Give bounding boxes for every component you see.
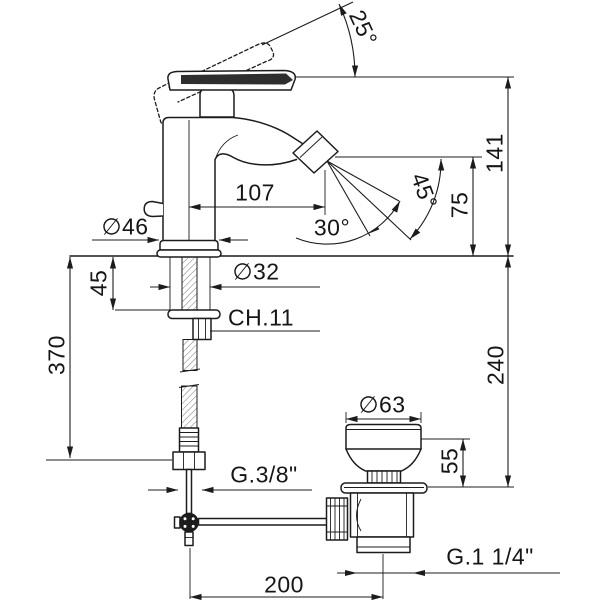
hex-ch11: [192, 317, 212, 341]
pull-rod: [185, 468, 193, 515]
spray-line-steep: [326, 160, 371, 237]
hex-ch11-faces: [198, 318, 206, 340]
arc-spray-adjust: [295, 200, 401, 245]
handle-lever-dark-stripe: [181, 73, 293, 85]
waste-thread-label: G.1 1/4": [446, 543, 534, 570]
handle-angle-reference-line: [261, 1, 354, 46]
spray-line-45: [326, 160, 412, 241]
spray-adjust-arrow: [369, 226, 380, 234]
handle-neck: [199, 87, 235, 118]
waste-body: [349, 492, 415, 538]
ball-joint-dot: [183, 517, 187, 521]
horizontal-rod: [197, 517, 329, 526]
arc-spray-angle: [409, 158, 445, 240]
base-diameter-label: ∅46: [101, 213, 149, 240]
pipe-break-lines: [178, 368, 201, 388]
deck-to-waste-label: 240: [482, 345, 509, 385]
shank-tube-outline: [169, 257, 211, 310]
hose-ribbed-section: [178, 427, 200, 453]
spray-adjust-angle-label: 30°: [313, 214, 351, 241]
popup-rod-group: [173, 468, 329, 547]
waste-tailpiece: [356, 536, 411, 554]
supply-thread-label: G.3/8": [230, 461, 298, 488]
cap-diameter-label: ∅63: [358, 391, 406, 418]
supply-length-label: 370: [43, 335, 70, 375]
ball-joint-dot: [191, 524, 195, 528]
waste-thread-arrow-left: [345, 570, 357, 576]
ball-joint: [179, 512, 199, 533]
handle-group: [153, 1, 354, 127]
waste-body-details: [356, 493, 407, 537]
spray-direction-group: [326, 160, 412, 241]
ball-joint-dot: [191, 517, 195, 521]
popup-knob: [143, 200, 164, 218]
extension-lines: [46, 76, 514, 599]
hose-ribs: [180, 432, 198, 447]
ball-joint-bottom-stub: [184, 531, 194, 547]
waste-flange: [340, 482, 428, 494]
hex-wrench-label: CH.11: [228, 304, 294, 331]
waste-thread-arrow-right: [413, 570, 425, 576]
aerator-face-line: [299, 136, 323, 158]
waste-funnel: [345, 448, 422, 472]
mounting-thickness-label: 45: [85, 269, 112, 297]
rod-connector-nut: [325, 497, 349, 541]
shank-diameter-label: ∅32: [232, 258, 280, 285]
waste-height-label: 55: [436, 447, 463, 475]
waste-cap: [345, 423, 422, 450]
connector-nut-ribs: [326, 498, 348, 540]
rod-reach-label: 200: [264, 571, 304, 598]
shank-group: [167, 256, 221, 471]
spout-underside-outline: [214, 153, 298, 242]
handle-raised-dashed-outline: [168, 42, 275, 103]
shank-threaded-section-1: [181, 256, 198, 311]
shank-threaded-section-2: [182, 339, 198, 371]
base-plate: [156, 249, 222, 258]
body-and-spout-top-outline: [162, 116, 303, 242]
dimension-lines: [66, 3, 560, 600]
base-plinth: [159, 239, 219, 251]
drain-waste-group: [325, 423, 428, 554]
ball-joint-left-stub: [173, 516, 181, 529]
supply-hex-faces: [183, 452, 195, 470]
spout-inner-panel-line: [214, 134, 239, 161]
spray-line-shallow: [326, 160, 400, 202]
supply-hex-nut: [172, 451, 206, 471]
ball-joint-dot: [183, 524, 187, 528]
spout-height-label: 75: [446, 191, 473, 219]
under-deck-plate: [167, 309, 221, 320]
knurl-ribs: [371, 471, 398, 483]
aerator: [292, 130, 339, 174]
supply-pipe-section: [181, 385, 198, 429]
overall-height-label: 141: [481, 133, 508, 173]
spout-reach-label: 107: [235, 179, 275, 206]
arc-handle-angle: [338, 3, 359, 78]
